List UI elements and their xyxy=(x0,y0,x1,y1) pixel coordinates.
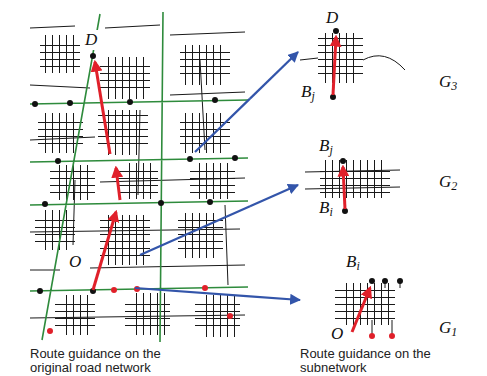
route-arrow xyxy=(343,167,345,209)
node-label: G1 xyxy=(438,318,458,342)
node-label: Bi xyxy=(318,198,334,222)
intersection-dot xyxy=(32,28,403,294)
road-network: DO xyxy=(28,10,250,345)
caption: Route guidance on the subnetwork xyxy=(300,347,452,375)
route-arrow xyxy=(95,62,110,154)
subnetwork: D Bj G3 xyxy=(298,8,460,108)
node-label: Bi xyxy=(345,252,361,276)
node-label: G3 xyxy=(438,72,458,96)
node-label: O xyxy=(68,252,82,272)
mapping-arrow xyxy=(250,185,298,206)
caption: Route guidance on the original road netw… xyxy=(30,347,182,375)
route-arrow xyxy=(352,288,370,332)
route-arrow xyxy=(333,37,336,95)
node-label: O xyxy=(330,324,344,344)
node-label: D xyxy=(325,8,339,28)
node-label: D xyxy=(84,30,98,50)
route-arrow xyxy=(93,212,116,290)
node-label: Bj xyxy=(300,82,316,106)
subnetwork: BjBi G2 xyxy=(298,134,460,224)
mapping-arrow xyxy=(250,52,298,99)
mapping-line xyxy=(135,99,250,297)
node-label: G2 xyxy=(438,172,458,196)
arterial-road xyxy=(30,12,248,342)
node-label: Bj xyxy=(318,136,334,160)
subnetwork: BiO G1 xyxy=(300,250,460,348)
route-arrow xyxy=(116,168,120,200)
mapping-arrow xyxy=(250,296,300,300)
